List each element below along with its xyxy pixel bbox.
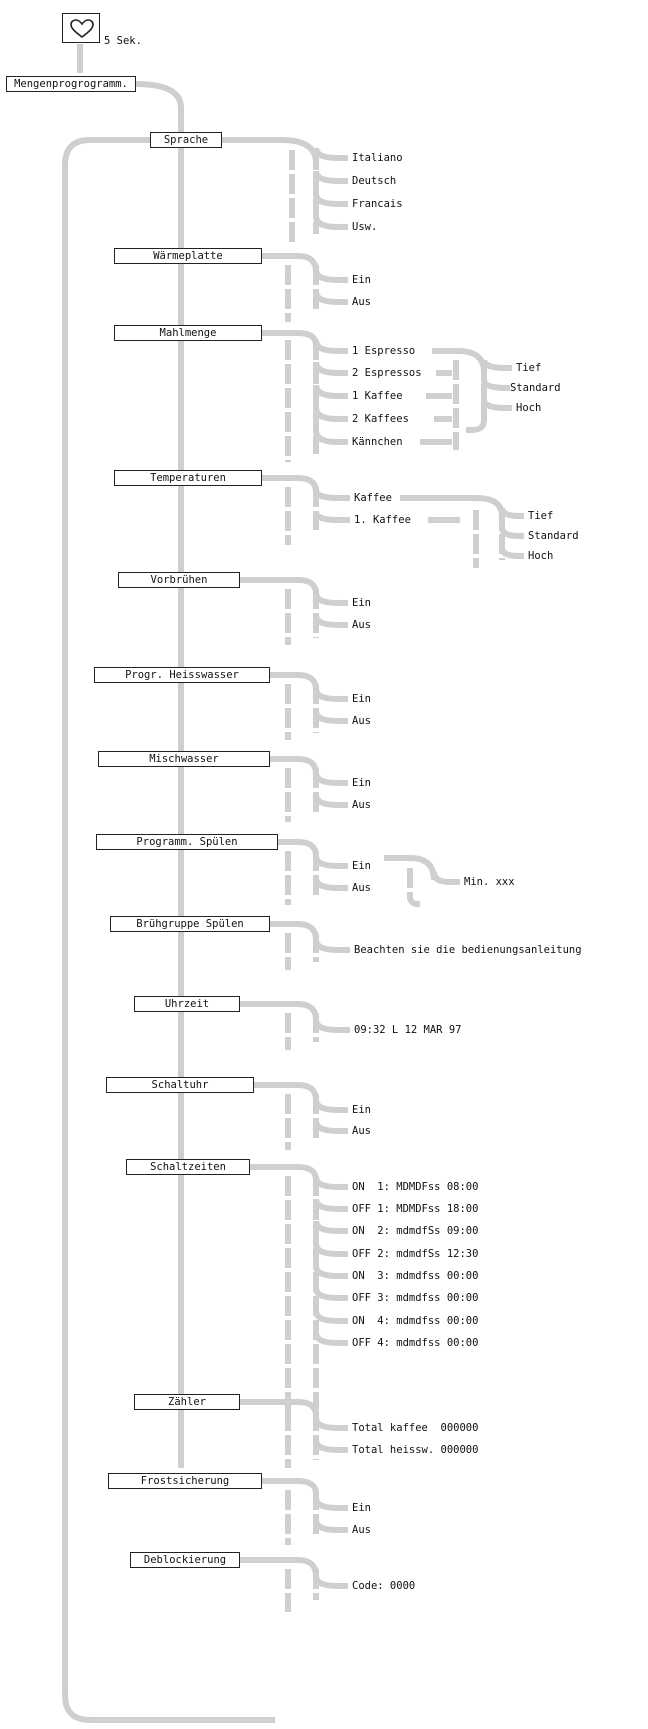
schaltzeit-entry[interactable]: OFF 4: mdmdfss 00:00 (352, 1337, 479, 1349)
unlock-code[interactable]: Code: 0000 (352, 1580, 416, 1592)
node-temperaturen[interactable]: Temperaturen (114, 470, 262, 486)
option-usw[interactable]: Usw. (352, 221, 378, 233)
node-spuelen[interactable]: Programm. Spülen (96, 834, 278, 850)
node-sprache[interactable]: Sprache (150, 132, 222, 148)
schaltzeit-entry[interactable]: ON 4: mdmdfss 00:00 (352, 1315, 479, 1327)
level-tief[interactable]: Tief (516, 362, 542, 374)
level-standard[interactable]: Standard (510, 382, 561, 394)
schaltzeit-entry[interactable]: ON 1: MDMDFss 08:00 (352, 1181, 479, 1193)
option-ein[interactable]: Ein (352, 597, 371, 609)
root-node[interactable]: Mengenprogrogramm. (6, 76, 136, 92)
node-mischwasser[interactable]: Mischwasser (98, 751, 270, 767)
bruehgruppe-note: Beachten sie die bedienungsanleitung (354, 944, 582, 956)
level-tief[interactable]: Tief (528, 510, 554, 522)
option-ein[interactable]: Ein (352, 1502, 371, 1514)
node-schaltuhr[interactable]: Schaltuhr (106, 1077, 254, 1093)
schaltzeit-entry[interactable]: OFF 1: MDMDFss 18:00 (352, 1203, 479, 1215)
start-button[interactable] (62, 13, 100, 43)
schaltzeit-entry[interactable]: ON 2: mdmdfSs 09:00 (352, 1225, 479, 1237)
schaltzeit-entry[interactable]: OFF 2: mdmdfSs 12:30 (352, 1248, 479, 1260)
option-italiano[interactable]: Italiano (352, 152, 403, 164)
option-2-kaffees[interactable]: 2 Kaffees (352, 413, 409, 425)
option-1-kaffee-temp[interactable]: 1. Kaffee (354, 514, 411, 526)
schaltzeit-entry[interactable]: ON 3: mdmdfss 00:00 (352, 1270, 479, 1282)
option-min[interactable]: Min. xxx (464, 876, 515, 888)
option-ein[interactable]: Ein (352, 1104, 371, 1116)
heart-icon (70, 19, 94, 39)
option-aus[interactable]: Aus (352, 619, 371, 631)
option-kaffee[interactable]: Kaffee (354, 492, 392, 504)
option-francais[interactable]: Francais (352, 198, 403, 210)
option-kaennchen[interactable]: Kännchen (352, 436, 403, 448)
option-aus[interactable]: Aus (352, 799, 371, 811)
option-ein[interactable]: Ein (352, 860, 371, 872)
uhrzeit-value[interactable]: 09:32 L 12 MAR 97 (354, 1024, 462, 1036)
option-1-espresso[interactable]: 1 Espresso (352, 345, 416, 357)
node-bruehgruppe[interactable]: Brühgruppe Spülen (110, 916, 270, 932)
node-vorbruehen[interactable]: Vorbrühen (118, 572, 240, 588)
node-deblockierung[interactable]: Deblockierung (130, 1552, 240, 1568)
option-aus[interactable]: Aus (352, 715, 371, 727)
option-ein[interactable]: Ein (352, 274, 371, 286)
level-hoch[interactable]: Hoch (516, 402, 542, 414)
option-2-espressos[interactable]: 2 Espressos (352, 367, 422, 379)
option-aus[interactable]: Aus (352, 296, 371, 308)
option-aus[interactable]: Aus (352, 1125, 371, 1137)
node-heisswasser[interactable]: Progr. Heisswasser (94, 667, 270, 683)
option-1-kaffee[interactable]: 1 Kaffee (352, 390, 403, 402)
option-deutsch[interactable]: Deutsch (352, 175, 397, 187)
option-ein[interactable]: Ein (352, 693, 371, 705)
option-aus[interactable]: Aus (352, 882, 371, 894)
node-waermeplatte[interactable]: Wärmeplatte (114, 248, 262, 264)
node-zaehler[interactable]: Zähler (134, 1394, 240, 1410)
counter-heisswasser: Total heissw. 000000 (352, 1444, 479, 1456)
node-schaltzeiten[interactable]: Schaltzeiten (126, 1159, 250, 1175)
counter-kaffee: Total kaffee 000000 (352, 1422, 479, 1434)
option-aus[interactable]: Aus (352, 1524, 371, 1536)
node-frostsicherung[interactable]: Frostsicherung (108, 1473, 262, 1489)
option-ein[interactable]: Ein (352, 777, 371, 789)
level-standard[interactable]: Standard (528, 530, 579, 542)
node-mahlmenge[interactable]: Mahlmenge (114, 325, 262, 341)
node-uhrzeit[interactable]: Uhrzeit (134, 996, 240, 1012)
start-duration: 5 Sek. (104, 35, 142, 47)
level-hoch[interactable]: Hoch (528, 550, 554, 562)
schaltzeit-entry[interactable]: OFF 3: mdmdfss 00:00 (352, 1292, 479, 1304)
